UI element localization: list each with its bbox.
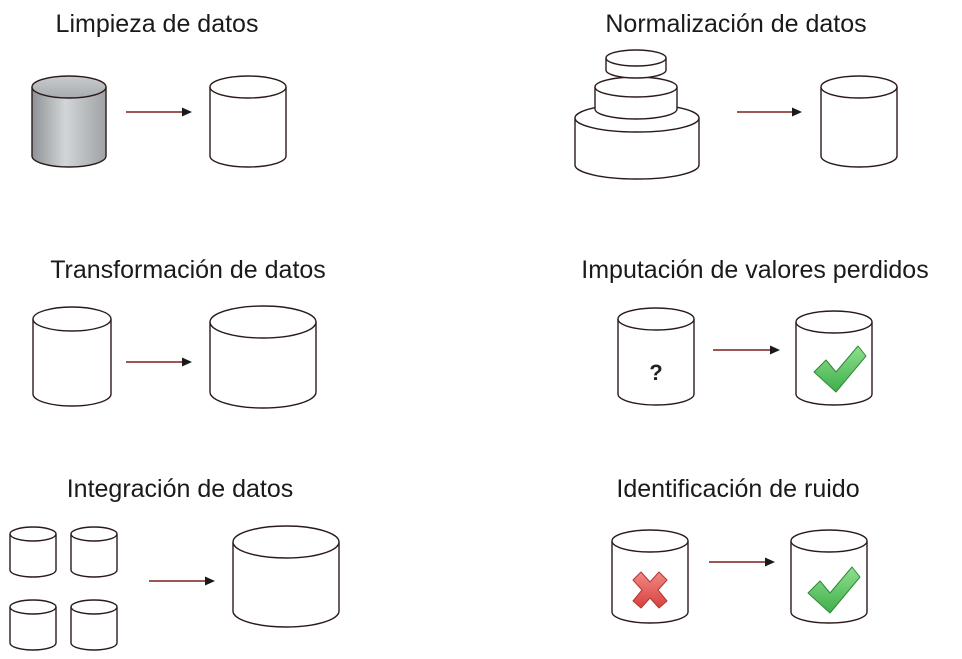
integration-source-database-icon-2 bbox=[70, 526, 118, 578]
integration-result-database-icon bbox=[232, 525, 340, 628]
transformation-result-database-icon bbox=[209, 305, 317, 409]
transformation-arrow-right-icon bbox=[126, 357, 192, 367]
title-data-cleaning: Limpieza de datos bbox=[55, 10, 259, 38]
imputation-arrow-right-icon bbox=[713, 345, 780, 355]
integration-source-database-icon-4 bbox=[70, 599, 118, 651]
transformation-source-database-icon bbox=[32, 306, 112, 407]
normalization-tiered-database-icon bbox=[574, 49, 700, 180]
normalization-arrow-right-icon bbox=[737, 107, 802, 117]
integration-source-database-icon-3 bbox=[9, 599, 57, 651]
noise-result-database-icon bbox=[790, 529, 868, 624]
imputation-source-database-icon: ? bbox=[617, 307, 695, 406]
noise-cross-icon bbox=[632, 571, 668, 609]
integration-arrow-right-icon bbox=[149, 576, 215, 586]
integration-source-database-icon-1 bbox=[9, 526, 57, 578]
unknown-value-question-mark: ? bbox=[649, 360, 662, 385]
noise-checkmark-icon bbox=[807, 566, 861, 614]
cleaning-arrow-right-icon bbox=[126, 107, 192, 117]
imputation-checkmark-icon bbox=[813, 345, 867, 393]
noise-arrow-right-icon bbox=[709, 557, 775, 567]
imputation-result-database-icon bbox=[795, 310, 873, 406]
title-data-integration: Integración de datos bbox=[66, 475, 294, 503]
cleaning-result-database-icon bbox=[209, 75, 287, 168]
title-data-normalization: Normalización de datos bbox=[605, 10, 867, 38]
title-missing-value-imputation: Imputación de valores perdidos bbox=[581, 256, 929, 284]
cleaning-source-database-icon bbox=[31, 75, 107, 168]
title-noise-identification: Identificación de ruido bbox=[616, 475, 860, 503]
normalization-result-database-icon bbox=[820, 75, 898, 168]
noise-source-database-icon bbox=[611, 529, 689, 624]
title-data-transformation: Transformación de datos bbox=[50, 256, 326, 284]
